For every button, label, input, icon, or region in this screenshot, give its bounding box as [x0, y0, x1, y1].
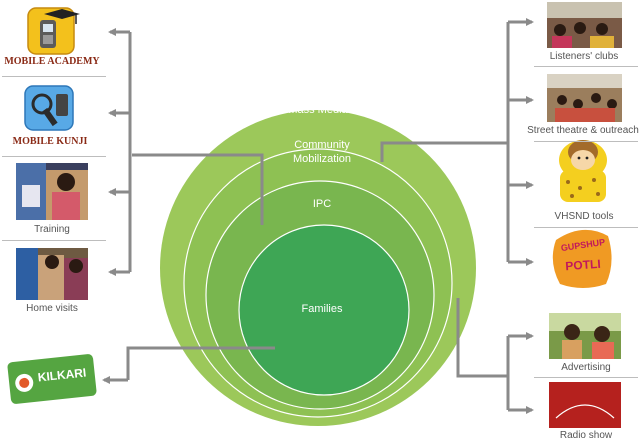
right-connectors-lower	[456, 298, 534, 414]
listeners-clubs-photo	[547, 2, 622, 48]
mobile-kunji-divider	[2, 156, 106, 157]
training-divider	[2, 240, 106, 241]
mobile-kunji-label: MOBILE KUNJI	[12, 136, 88, 147]
vhsnd-tools-label: VHSND tools	[554, 211, 614, 222]
community-mobilization-label-line1: Community	[294, 139, 350, 151]
community-mobilization-label-line2: Mobilization	[292, 153, 352, 165]
advertising-divider	[534, 377, 638, 378]
radio-show-logo	[549, 382, 621, 428]
radio-show-label: Radio show	[559, 430, 613, 441]
left-connectors	[102, 28, 275, 384]
listeners-clubs-divider	[534, 66, 638, 67]
ipc-label: IPC	[312, 198, 332, 210]
street-theatre-divider	[534, 141, 638, 142]
home-visits-photo	[16, 248, 88, 300]
mass-media-label: Mass Media	[288, 104, 348, 116]
listeners-clubs-label: Listeners' clubs	[549, 51, 619, 62]
vhsnd-puppet-icon	[559, 140, 607, 202]
kilkari-logo	[7, 354, 97, 404]
street-theatre-label: Street theatre & outreach	[527, 125, 639, 136]
mobile-academy-divider	[2, 76, 106, 77]
mobile-kunji-icon	[24, 85, 74, 131]
mobile-academy-icon	[27, 7, 80, 55]
advertising-photo	[549, 313, 621, 359]
ring-families	[238, 224, 410, 396]
families-label: Families	[301, 303, 343, 315]
advertising-label: Advertising	[561, 362, 611, 373]
street-theatre-photo	[547, 74, 622, 122]
vhsnd-tools-divider	[534, 227, 638, 228]
mobile-academy-label: MOBILE ACADEMY	[4, 56, 100, 67]
gupshup-potli-logo	[552, 229, 612, 288]
home-visits-label: Home visits	[26, 303, 78, 314]
training-label: Training	[34, 224, 70, 235]
training-photo	[16, 163, 88, 220]
right-connectors-upper	[380, 18, 534, 266]
